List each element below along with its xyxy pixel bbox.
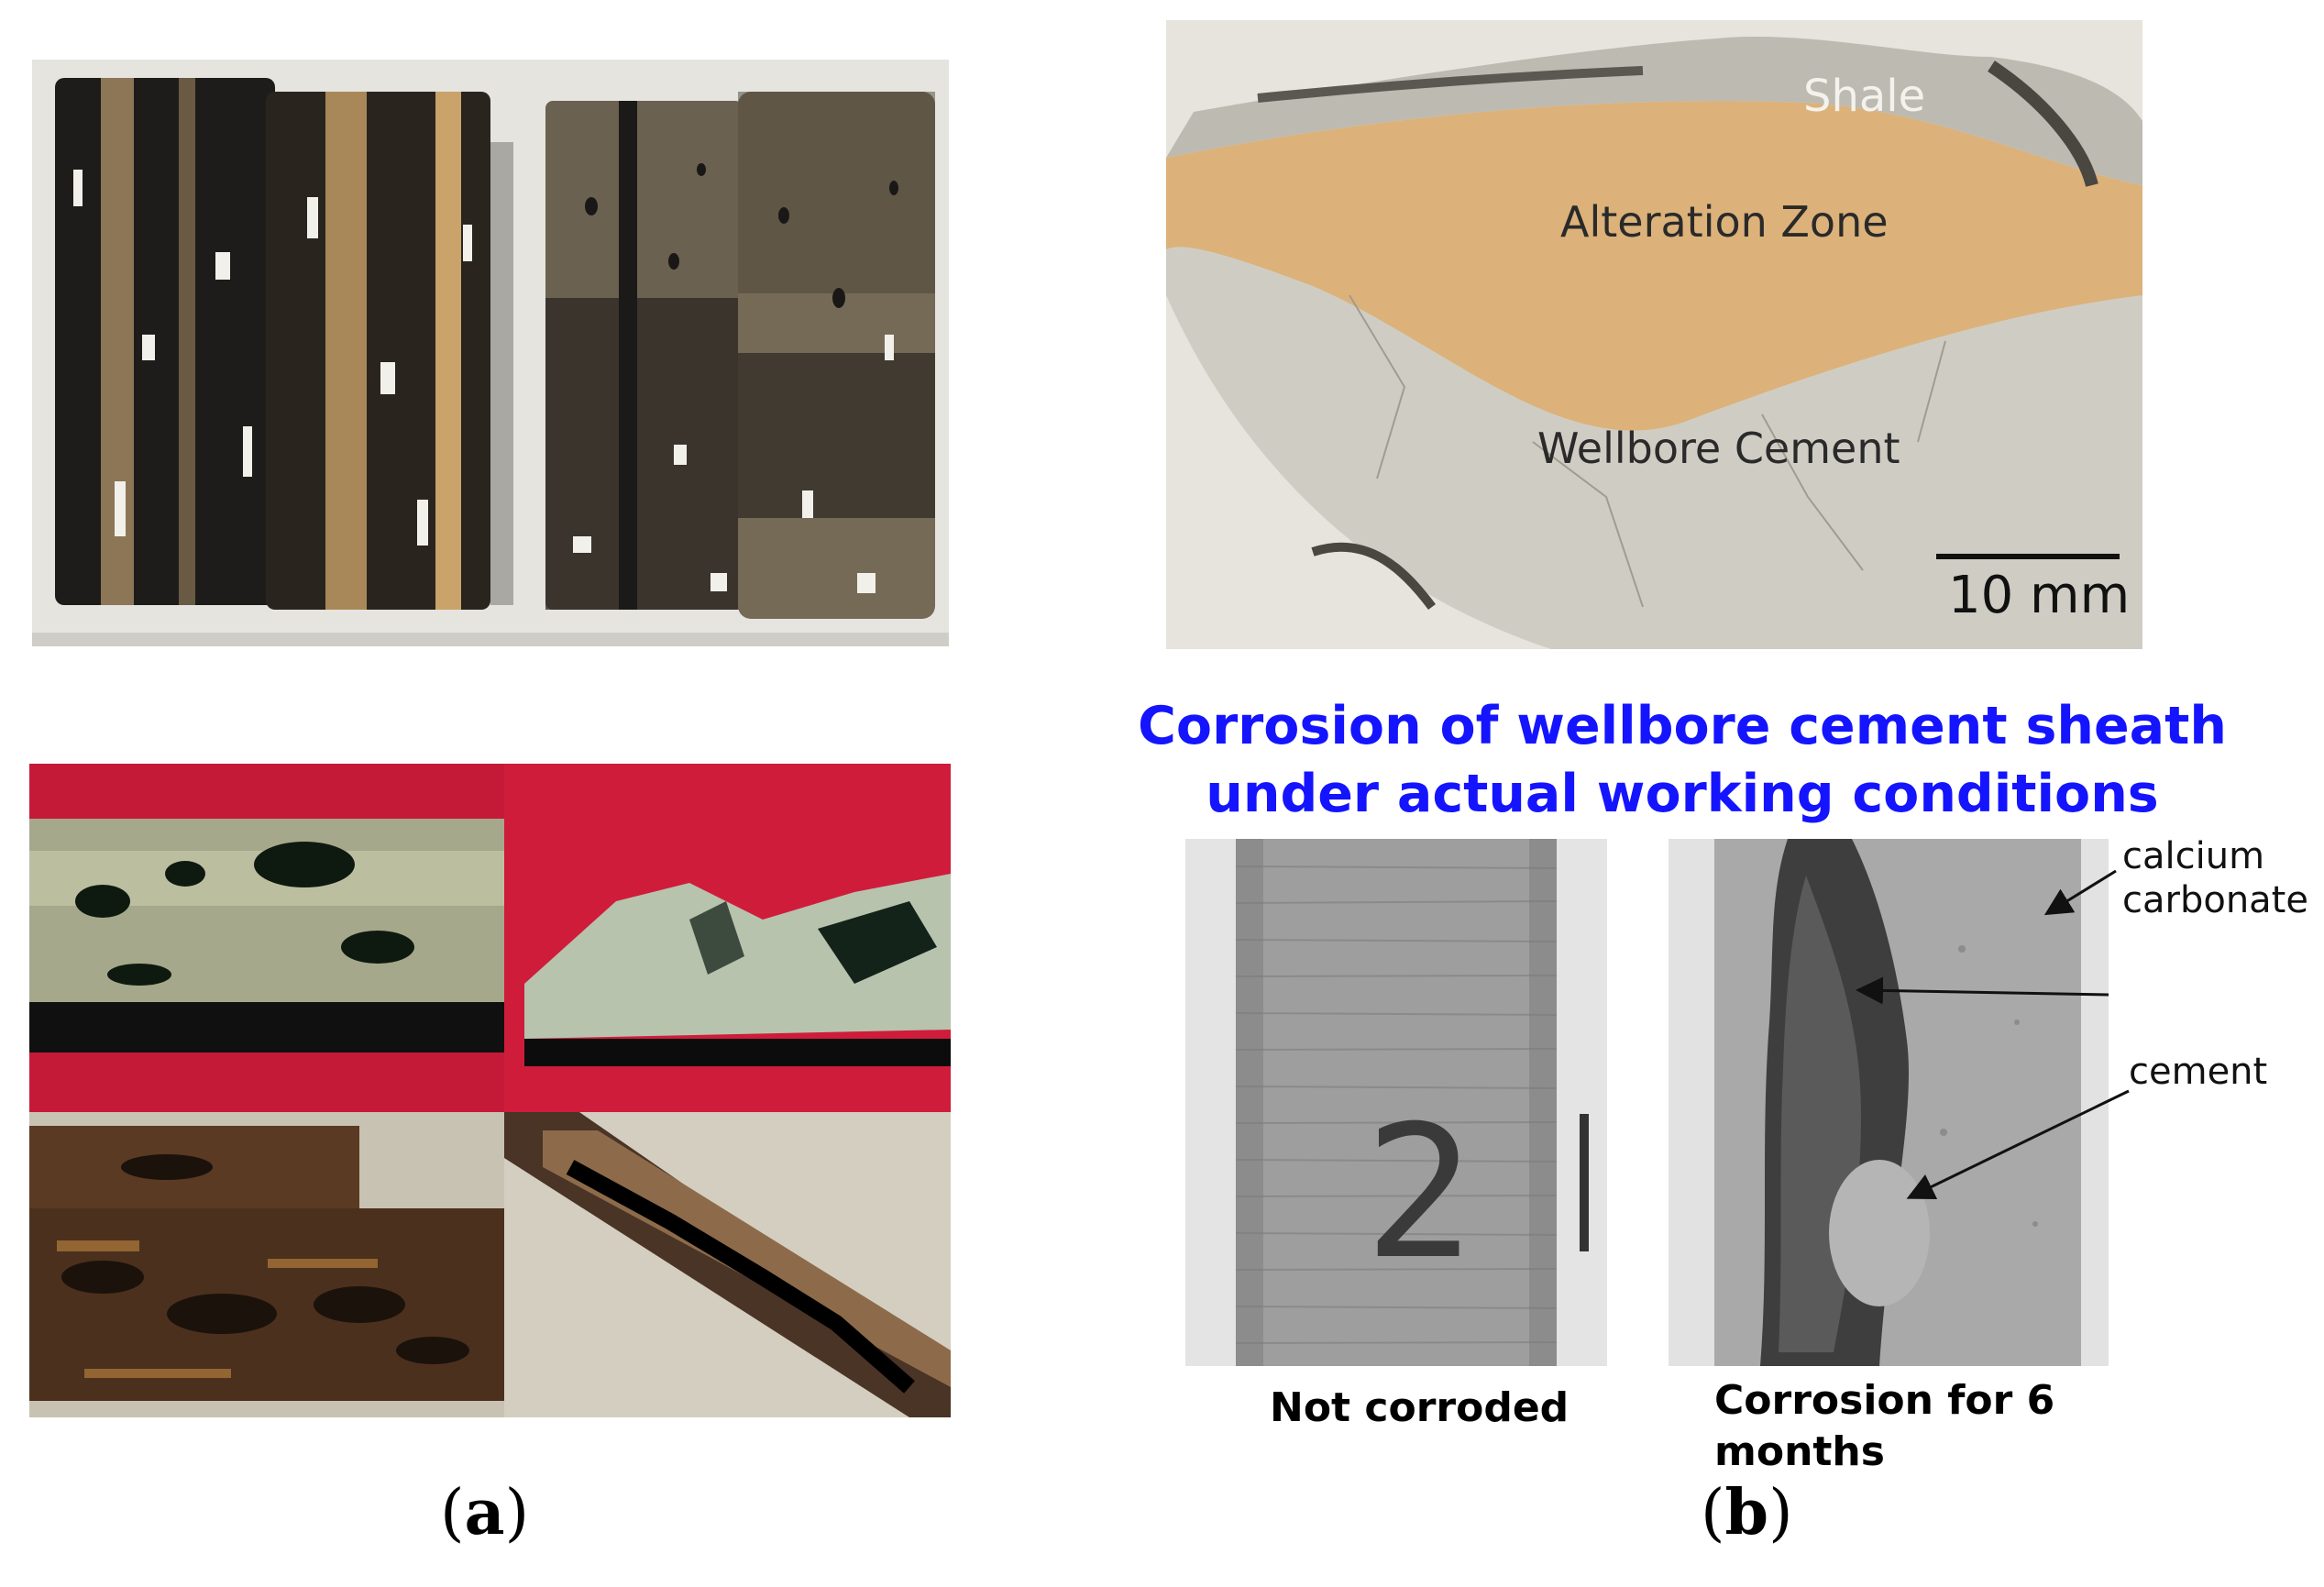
calcium-carbonate-label: calcium carbonate <box>2122 834 2308 922</box>
panel-b-close-paren: ) <box>1768 1477 1793 1549</box>
wellbore-cement-label: Wellbore Cement <box>1537 424 1900 473</box>
corroded-pipes-photo <box>32 60 949 646</box>
title-line-1: Corrosion of wellbore cement sheath <box>1138 696 2227 756</box>
corroded-sample-photo <box>1669 839 2109 1366</box>
cement-label: cement <box>2129 1051 2268 1093</box>
sample-number: 2 <box>1364 1086 1475 1300</box>
alteration-zone-label: Alteration Zone <box>1560 197 1889 247</box>
calcium-carbonate-label-line-1: calcium <box>2122 835 2265 877</box>
figure-title: Corrosion of wellbore cement sheath unde… <box>1082 692 2283 828</box>
not-corroded-caption: Not corroded <box>1270 1384 1570 1431</box>
corrosion-collage-photo <box>29 764 951 1417</box>
scale-bar-label: 10 mm <box>1948 566 2131 625</box>
title-line-2: under actual working conditions <box>1206 764 2159 824</box>
panel-b-letter: b <box>1724 1476 1769 1549</box>
panel-b-open-paren: ( <box>1701 1477 1725 1549</box>
core-section-photo: Shale Alteration Zone Wellbore Cement 10… <box>1166 20 2142 649</box>
corroded-caption-line-2: months <box>1714 1428 1885 1475</box>
corroded-caption-line-1: Corrosion for 6 <box>1714 1377 2055 1424</box>
not-corroded-sample-photo: 2 <box>1185 839 1607 1366</box>
calcium-carbonate-label-line-2: carbonate <box>2122 879 2308 921</box>
panel-a-label: (a) <box>440 1476 529 1549</box>
panel-a-open-paren: ( <box>440 1477 465 1549</box>
panel-a-letter: a <box>464 1476 505 1549</box>
panel-b-label: (b) <box>1701 1476 1793 1549</box>
shale-label: Shale <box>1803 71 1926 122</box>
corroded-caption: Corrosion for 6 months <box>1714 1375 2054 1478</box>
panel-a-close-paren: ) <box>504 1477 530 1549</box>
